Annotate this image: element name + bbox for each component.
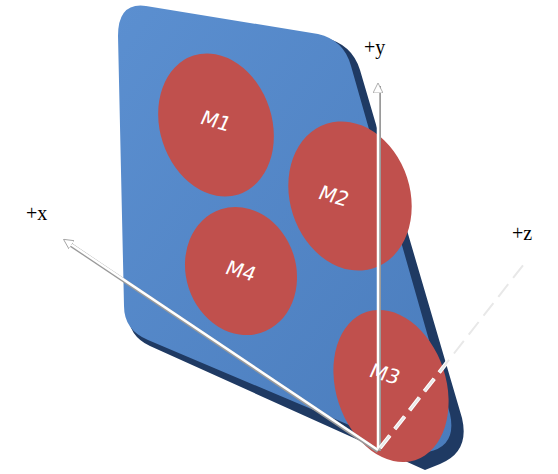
y-axis-shadow	[377, 86, 381, 451]
module-ellipse: M2	[288, 118, 412, 274]
axis-label: +y	[364, 36, 385, 59]
ellipse-shape	[315, 295, 468, 474]
z-axis-overlay	[380, 264, 524, 448]
ellipse-shape	[169, 192, 314, 350]
x-axis	[66, 241, 378, 450]
module-ellipse: M3	[334, 306, 448, 466]
axis-label: +x	[26, 202, 47, 225]
ellipse-shape	[140, 38, 292, 211]
module-ellipse: M4	[184, 204, 298, 338]
module-ellipse: M1	[158, 50, 274, 200]
axis-label: +z	[512, 222, 532, 245]
y-axis	[377, 86, 380, 450]
x-axis-shadow	[68, 243, 378, 451]
z-axis	[380, 264, 524, 448]
